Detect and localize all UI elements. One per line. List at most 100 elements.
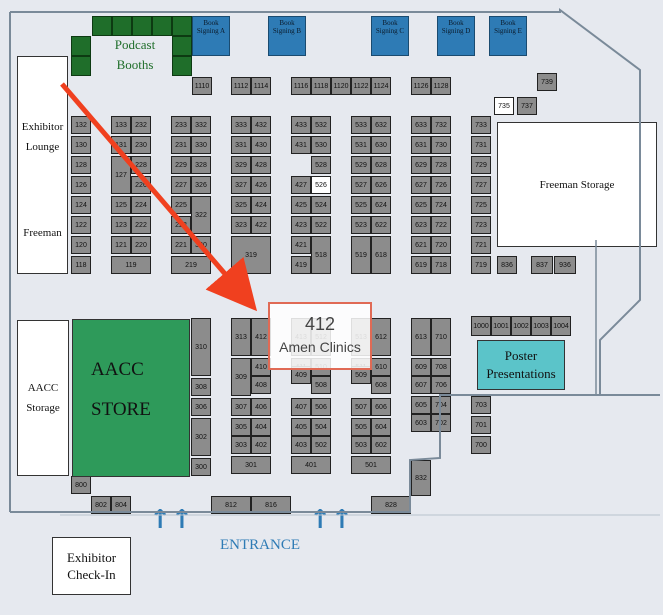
booth-426[interactable]: 426: [251, 176, 271, 194]
booth-503[interactable]: 503: [351, 436, 371, 454]
booth-802[interactable]: 802: [91, 496, 111, 514]
podcast-booth[interactable]: [172, 56, 192, 76]
booth-412-highlight[interactable]: 412 Amen Clinics: [268, 302, 372, 370]
booth-804[interactable]: 804: [111, 496, 131, 514]
podcast-booth[interactable]: [92, 16, 112, 36]
booth-328[interactable]: 328: [191, 156, 211, 174]
booth-224[interactable]: 224: [131, 196, 151, 214]
book-signing-b[interactable]: Book Signing B: [268, 16, 306, 56]
booth-422[interactable]: 422: [251, 216, 271, 234]
booth-533[interactable]: 533: [351, 116, 371, 134]
booth-719[interactable]: 719: [471, 256, 491, 274]
booth-739[interactable]: 739: [537, 73, 557, 91]
booth-326[interactable]: 326: [191, 176, 211, 194]
booth-225[interactable]: 225: [171, 196, 191, 214]
booth-232[interactable]: 232: [131, 116, 151, 134]
booth-432[interactable]: 432: [251, 116, 271, 134]
booth-404[interactable]: 404: [251, 418, 271, 436]
booth-333[interactable]: 333: [231, 116, 251, 134]
booth-832[interactable]: 832: [411, 460, 431, 496]
booth-731[interactable]: 731: [471, 136, 491, 154]
booth-402[interactable]: 402: [251, 436, 271, 454]
booth-227[interactable]: 227: [171, 176, 191, 194]
booth-812[interactable]: 812: [211, 496, 251, 514]
booth-303[interactable]: 303: [231, 436, 251, 454]
booth-501[interactable]: 501: [351, 456, 391, 474]
booth-424[interactable]: 424: [251, 196, 271, 214]
booth-727[interactable]: 727: [471, 176, 491, 194]
booth-1124[interactable]: 1124: [371, 77, 391, 95]
book-signing-d[interactable]: Book Signing D: [437, 16, 475, 56]
booth-502[interactable]: 502: [311, 436, 331, 454]
booth-332[interactable]: 332: [191, 116, 211, 134]
booth-529[interactable]: 529: [351, 156, 371, 174]
booth-506[interactable]: 506: [311, 398, 331, 416]
booth-737[interactable]: 737: [517, 97, 537, 115]
booth-618[interactable]: 618: [371, 236, 391, 274]
booth-427[interactable]: 427: [291, 176, 311, 194]
booth-331[interactable]: 331: [231, 136, 251, 154]
booth-1003[interactable]: 1003: [531, 316, 551, 336]
booth-421[interactable]: 421: [291, 236, 311, 254]
booth-532[interactable]: 532: [311, 116, 331, 134]
booth-323[interactable]: 323: [231, 216, 251, 234]
booth-1128[interactable]: 1128: [431, 77, 451, 95]
booth-522[interactable]: 522: [311, 216, 331, 234]
booth-619[interactable]: 619: [411, 256, 431, 274]
booth-504[interactable]: 504: [311, 418, 331, 436]
booth-628[interactable]: 628: [371, 156, 391, 174]
booth-733[interactable]: 733: [471, 116, 491, 134]
booth-603[interactable]: 603: [411, 414, 431, 432]
booth-523[interactable]: 523: [351, 216, 371, 234]
booth-308[interactable]: 308: [191, 378, 211, 396]
podcast-booth[interactable]: [71, 56, 91, 76]
booth-633[interactable]: 633: [411, 116, 431, 134]
booth-327[interactable]: 327: [231, 176, 251, 194]
podcast-booth[interactable]: [112, 16, 132, 36]
booth-330[interactable]: 330: [191, 136, 211, 154]
booth-300[interactable]: 300: [191, 458, 211, 476]
booth-626[interactable]: 626: [371, 176, 391, 194]
booth-609[interactable]: 609: [411, 358, 431, 376]
booth-309[interactable]: 309: [231, 358, 251, 396]
booth-220[interactable]: 220: [131, 236, 151, 254]
booth-606[interactable]: 606: [371, 398, 391, 416]
booth-125[interactable]: 125: [111, 196, 131, 214]
booth-700[interactable]: 700: [471, 436, 491, 454]
booth-519[interactable]: 519: [351, 236, 371, 274]
booth-1004[interactable]: 1004: [551, 316, 571, 336]
booth-1114[interactable]: 1114: [251, 77, 271, 95]
booth-724[interactable]: 724: [431, 196, 451, 214]
booth-816[interactable]: 816: [251, 496, 291, 514]
booth-1002[interactable]: 1002: [511, 316, 531, 336]
booth-1120[interactable]: 1120: [331, 77, 351, 95]
booth-530[interactable]: 530: [311, 136, 331, 154]
booth-602[interactable]: 602: [371, 436, 391, 454]
booth-608[interactable]: 608: [371, 376, 391, 394]
podcast-booth[interactable]: [152, 16, 172, 36]
booth-419[interactable]: 419: [291, 256, 311, 274]
booth-1110[interactable]: 1110: [192, 77, 212, 95]
booth-701[interactable]: 701: [471, 416, 491, 434]
booth-723[interactable]: 723: [471, 216, 491, 234]
booth-728[interactable]: 728: [431, 156, 451, 174]
booth-720[interactable]: 720: [431, 236, 451, 254]
booth-425[interactable]: 425: [291, 196, 311, 214]
booth-508[interactable]: 508: [311, 376, 331, 394]
booth-836[interactable]: 836: [497, 256, 517, 274]
booth-433[interactable]: 433: [291, 116, 311, 134]
booth-132[interactable]: 132: [71, 116, 91, 134]
booth-630[interactable]: 630: [371, 136, 391, 154]
booth-726[interactable]: 726: [431, 176, 451, 194]
podcast-booth[interactable]: [71, 36, 91, 56]
booth-629[interactable]: 629: [411, 156, 431, 174]
booth-1116[interactable]: 1116: [291, 77, 311, 95]
booth-307[interactable]: 307: [231, 398, 251, 416]
book-signing-c[interactable]: Book Signing C: [371, 16, 409, 56]
booth-1112[interactable]: 1112: [231, 77, 251, 95]
booth-302[interactable]: 302: [191, 418, 211, 456]
booth-121[interactable]: 121: [111, 236, 131, 254]
booth-305[interactable]: 305: [231, 418, 251, 436]
booth-133[interactable]: 133: [111, 116, 131, 134]
booth-531[interactable]: 531: [351, 136, 371, 154]
